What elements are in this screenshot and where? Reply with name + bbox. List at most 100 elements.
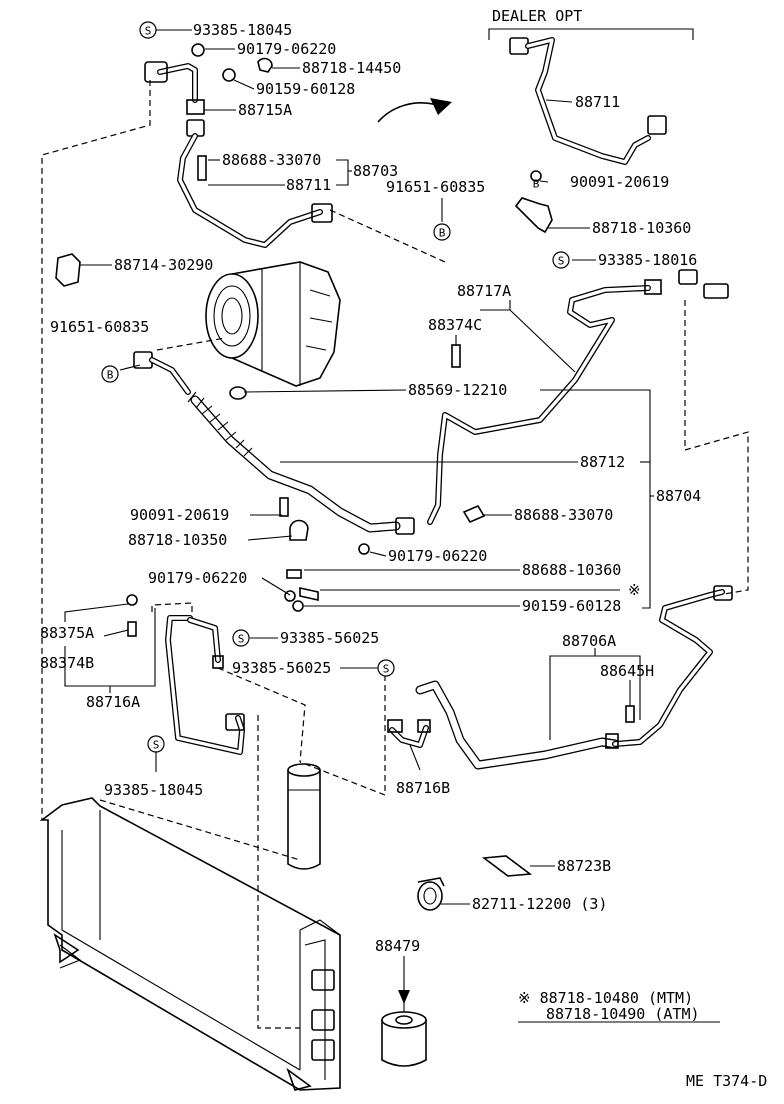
guide-line-left: [41, 80, 151, 820]
s-badge-93385-18016: S: [552, 251, 570, 269]
label-90159-60128-top: 90159-60128: [256, 80, 355, 98]
guide-line-88716a: [151, 602, 193, 612]
label-88718-14450: 88718-14450: [302, 59, 401, 77]
label-88723b: 88723B: [557, 857, 611, 875]
s-badge-93385-18045-top: S: [139, 21, 157, 39]
bracket-88718-10360: [514, 197, 553, 234]
label-88688-33070-top: 88688-33070: [222, 151, 321, 169]
guide-line-bolt-left: [156, 337, 226, 351]
label-88718-10350: 88718-10350: [128, 531, 227, 549]
loose-parts: [381, 855, 533, 1067]
label-asterisk-marker: ※: [628, 581, 641, 599]
cushion-88714-30290: [55, 253, 81, 287]
compressor: [205, 261, 341, 387]
fitting-88715a: [186, 99, 205, 115]
svg-text:B: B: [107, 369, 114, 382]
label-88718-10360: 88718-10360: [592, 219, 691, 237]
svg-text:S: S: [558, 255, 565, 268]
label-90159-60128-low: 90159-60128: [522, 597, 621, 615]
label-93385-56025-a: 93385-56025: [280, 629, 379, 647]
label-82711-12200: 82711-12200 (3): [472, 895, 607, 913]
label-88374c: 88374C: [428, 316, 482, 334]
clamp-88569-left: [229, 386, 247, 400]
bolt-90091-mid: [279, 497, 289, 517]
label-88374b: 88374B: [40, 654, 94, 672]
direction-arrowhead: [430, 98, 452, 115]
guide-line-right: [684, 300, 749, 596]
label-88717a: 88717A: [457, 282, 511, 300]
valve-88688-top: [197, 155, 207, 181]
s-badge-93385-18045-low: S: [147, 735, 165, 753]
condenser-outline: [39, 797, 341, 1091]
condenser: [39, 797, 341, 1091]
cap-88375a: [126, 594, 138, 606]
dealer-opt-group: DEALER OPT: [488, 7, 694, 40]
pipe-88716a: [126, 594, 245, 755]
label-88723b: [481, 855, 533, 877]
label-90179-06220-low: 90179-06220: [148, 569, 247, 587]
badges: S B S B B S S S: [101, 21, 570, 753]
label-88569-12210: 88569-12210: [408, 381, 507, 399]
label-88704: 88704: [656, 487, 701, 505]
label-90091-20619-mid: 90091-20619: [130, 506, 229, 524]
label-88688-10360: 88688-10360: [522, 561, 621, 579]
guide-line-88716b: [299, 675, 386, 796]
coupler-right-upper: [678, 269, 698, 285]
label-88711-right: 88711: [575, 93, 620, 111]
note-mtm: ※ 88718-10480 (MTM): [518, 989, 693, 1007]
pipe-88716b: [387, 719, 431, 748]
label-93385-18016: 93385-18016: [598, 251, 697, 269]
label-88715a: 88715A: [238, 101, 292, 119]
guide-line-condenser: [257, 715, 300, 1029]
label-90091-20619-right: 90091-20619: [570, 173, 669, 191]
fitting-88716b-right: [417, 719, 431, 733]
hose-88706a-end: [713, 585, 733, 601]
suction-fitting-end: [395, 517, 415, 535]
suction-hose-ribs: [187, 391, 253, 457]
s-badge-93385-56025-b: S: [377, 659, 395, 677]
svg-text:S: S: [383, 663, 390, 676]
suction-hose-88712: [133, 351, 415, 535]
fitting-88716b-left: [387, 719, 403, 733]
label-88711-left: 88711: [286, 176, 331, 194]
fitting-88716a-end: [212, 655, 224, 669]
b-badge-90091-top: B: [533, 178, 540, 191]
b-badge-91651-left: B: [101, 365, 119, 383]
guide-line-bolt-right: [329, 209, 446, 263]
label-91651-60835-right: 91651-60835: [386, 178, 485, 196]
nut-90179-low: [284, 590, 296, 602]
svg-text:S: S: [153, 739, 160, 752]
valve-88374b: [127, 621, 137, 637]
clamp-88718-14450: [257, 57, 273, 73]
svg-text:S: S: [145, 25, 152, 38]
dealer-opt-heading: DEALER OPT: [492, 7, 582, 25]
label-88714-30290: 88714-30290: [114, 256, 213, 274]
nut-90179-mid: [358, 543, 370, 555]
label-91651-60835-left: 91651-60835: [50, 318, 149, 336]
svg-text:B: B: [439, 227, 446, 240]
bolt-90159-top: [222, 68, 236, 82]
receiver-dryer: [287, 763, 321, 870]
guide-line-dryer: [217, 667, 306, 763]
bolt-90159-low: [292, 600, 304, 612]
valve-88374c: [451, 344, 461, 368]
bracket-88718-10350: [289, 519, 309, 541]
label-88703: 88703: [353, 162, 398, 180]
label-88716a: 88716A: [86, 693, 140, 711]
dealer-opt-bracket: [488, 28, 694, 40]
dealer-opt-hose-88711: [509, 37, 667, 234]
valve-88688-mid: [462, 504, 486, 524]
label-88479: 88479: [375, 937, 420, 955]
svg-text:B: B: [533, 178, 540, 191]
label-90179-06220-mid: 90179-06220: [388, 547, 487, 565]
label-88375a: 88375A: [40, 624, 94, 642]
pipe-88717a-end: [644, 279, 662, 295]
label-88688-33070-mid: 88688-33070: [514, 506, 613, 524]
svg-text:S: S: [238, 633, 245, 646]
label-88645h: 88645H: [600, 662, 654, 680]
bracket-asterisk: [299, 587, 319, 601]
guide-lines: [41, 80, 749, 1029]
fitting-88716a-lower: [225, 713, 245, 731]
discharge-hose-upper: [144, 43, 333, 248]
